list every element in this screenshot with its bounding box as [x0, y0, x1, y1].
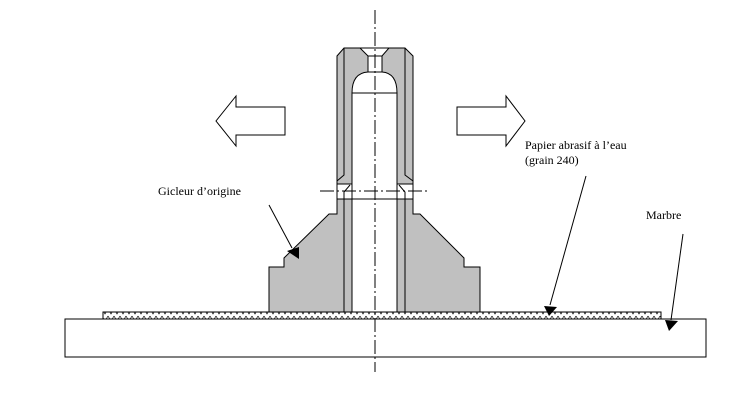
right-arrow-icon: [456, 94, 526, 148]
label-nozzle: Gicleur d’origine: [158, 184, 241, 198]
abrasive-paper: [102, 311, 662, 320]
leader-nozzle: [268, 204, 299, 259]
left-arrow-icon: [215, 94, 286, 148]
leader-paper: [544, 175, 587, 316]
leader-marble: [665, 233, 684, 331]
label-paper: Papier abrasif à l’eau: [525, 138, 627, 152]
label-marble: Marbre: [646, 208, 682, 222]
label-paper-grain: (grain 240): [525, 153, 579, 167]
marble-slab: [64, 318, 707, 358]
